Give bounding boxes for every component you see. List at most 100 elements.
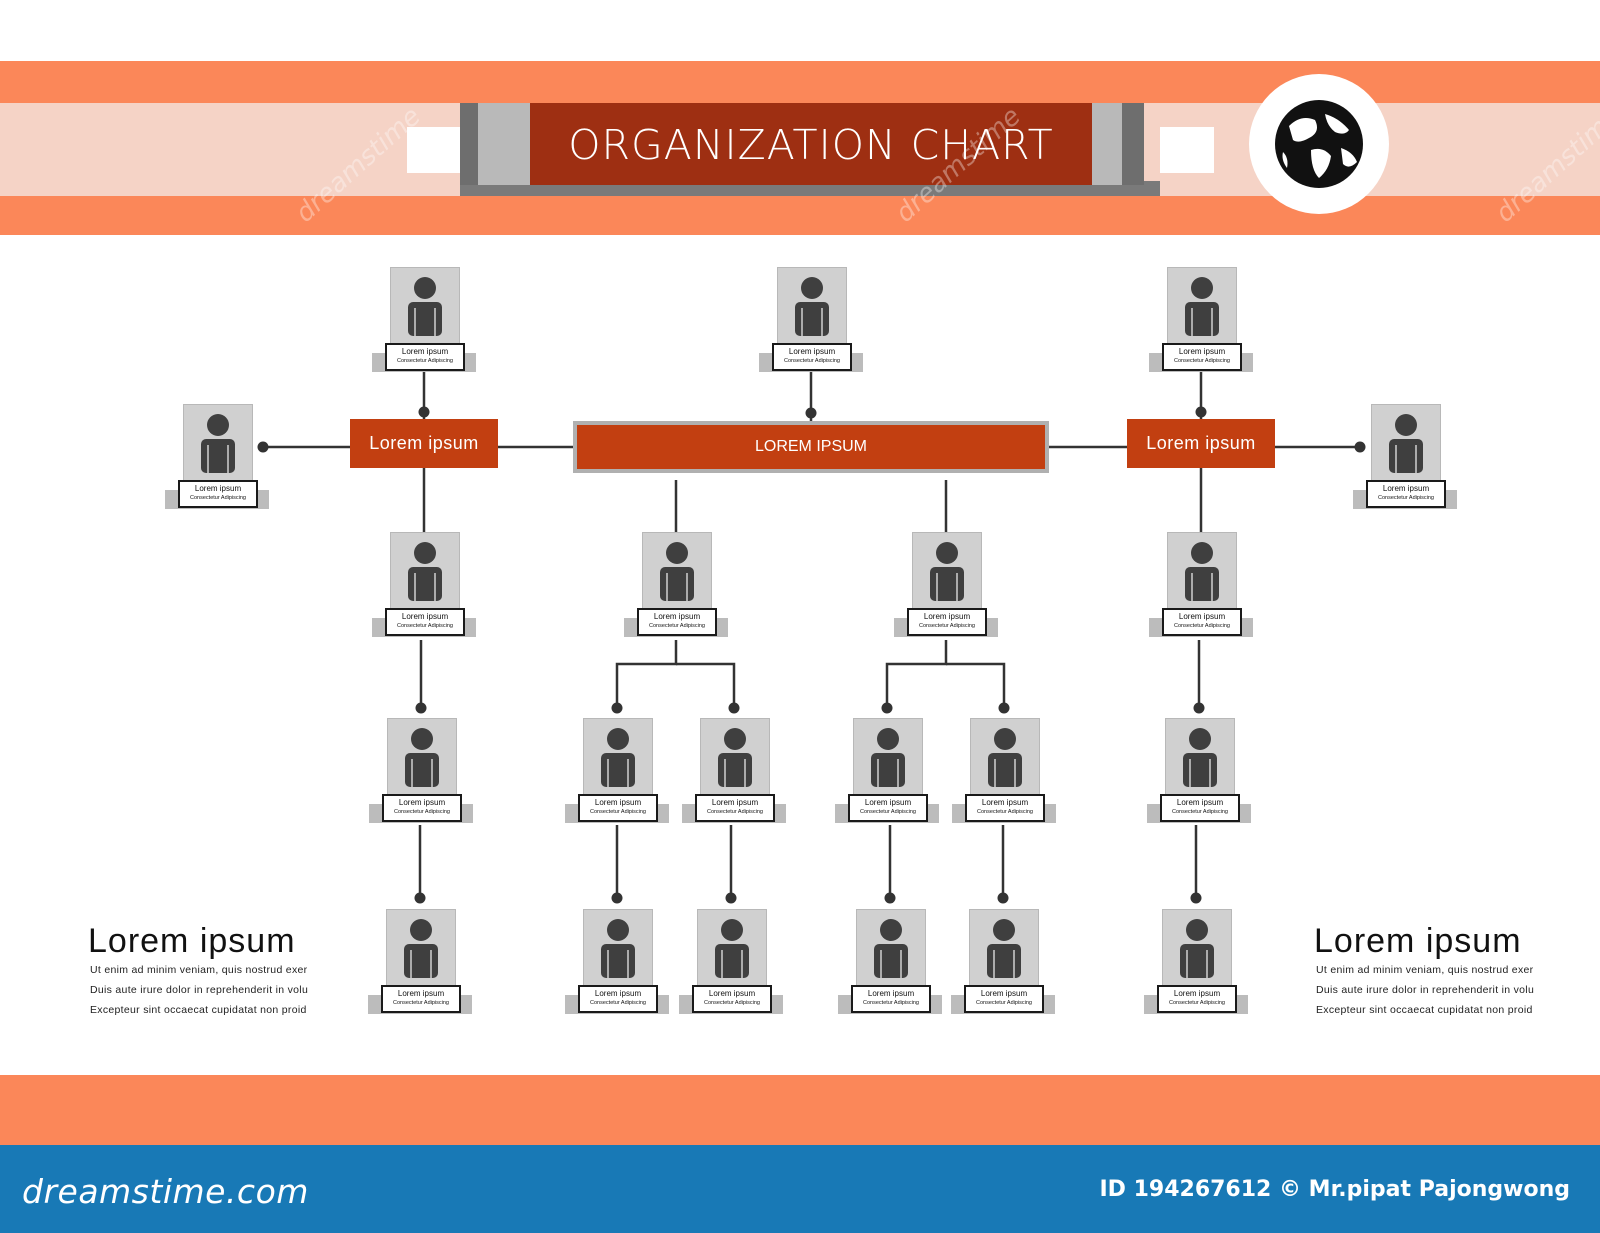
node-role: Consectetur Adipiscing [977,809,1033,815]
node-role: Consectetur Adipiscing [707,809,763,815]
node-name: Lorem ipsum [923,612,971,621]
avatar [697,909,767,987]
left-text-line-3: Excepteur sint occaecat cupidatat non pr… [90,1004,307,1016]
footer-brand[interactable]: dreamstime.com [22,1172,309,1211]
node-name: Lorem ipsum [594,989,642,998]
avatar [642,532,712,610]
node-role: Consectetur Adipiscing [1172,809,1228,815]
node-name: Lorem ipsum [1173,989,1221,998]
node-role: Consectetur Adipiscing [190,495,246,501]
title-banner-cap-right-inner [1092,103,1122,185]
node-role: Consectetur Adipiscing [1169,1000,1225,1006]
node-role: Consectetur Adipiscing [1174,358,1230,364]
node-name: Lorem ipsum [1382,484,1430,493]
node-role: Consectetur Adipiscing [860,809,916,815]
node-role: Consectetur Adipiscing [393,1000,449,1006]
person-icon [1180,919,1214,978]
footer-bar [0,1145,1600,1233]
avatar [1162,909,1232,987]
node-role: Consectetur Adipiscing [649,623,705,629]
node-name: Lorem ipsum [1178,612,1226,621]
node-name: Lorem ipsum [864,798,912,807]
right-text-line-2: Duis aute irure dolor in reprehenderit i… [1316,984,1535,996]
node-name: Lorem ipsum [594,798,642,807]
center-box: LOREM IPSUM [577,425,1045,469]
person-icon [874,919,908,978]
avatar [583,909,653,987]
person-icon [1183,728,1217,787]
page-title: ORGANIZATION CHART [568,121,1054,169]
node-name: Lorem ipsum [653,612,701,621]
node-name: Lorem ipsum [1178,347,1226,356]
node-name: Lorem ipsum [401,612,449,621]
person-icon [601,919,635,978]
avatar [1371,404,1441,482]
avatar [969,909,1039,987]
person-icon [715,919,749,978]
node-name: Lorem ipsum [401,347,449,356]
node-role: Consectetur Adipiscing [397,358,453,364]
node-name: Lorem ipsum [867,989,915,998]
person-icon [988,728,1022,787]
left-text-line-2: Duis aute irure dolor in reprehenderit i… [90,984,309,996]
person-icon [201,414,235,473]
avatar [1167,267,1237,345]
person-icon [987,919,1021,978]
node-role: Consectetur Adipiscing [976,1000,1032,1006]
avatar [386,909,456,987]
node-role: Consectetur Adipiscing [397,623,453,629]
node-role: Consectetur Adipiscing [1378,495,1434,501]
node-name: Lorem ipsum [397,989,445,998]
person-icon [1389,414,1423,473]
avatar [853,718,923,796]
node-role: Consectetur Adipiscing [863,1000,919,1006]
node-name: Lorem ipsum [708,989,756,998]
node-role: Consectetur Adipiscing [784,358,840,364]
person-icon [601,728,635,787]
node-name: Lorem ipsum [194,484,242,493]
title-banner-cap-left [460,103,478,185]
right-box: Lorem ipsum [1127,419,1275,468]
avatar [700,718,770,796]
person-icon [871,728,905,787]
person-icon [660,542,694,601]
avatar [1165,718,1235,796]
node-role: Consectetur Adipiscing [1174,623,1230,629]
avatar [777,267,847,345]
left-text-line-1: Ut enim ad minim veniam, quis nostrud ex… [90,964,308,976]
title-banner-cap-left-inner [478,103,530,185]
globe-icon [1275,100,1363,188]
node-name: Lorem ipsum [981,798,1029,807]
